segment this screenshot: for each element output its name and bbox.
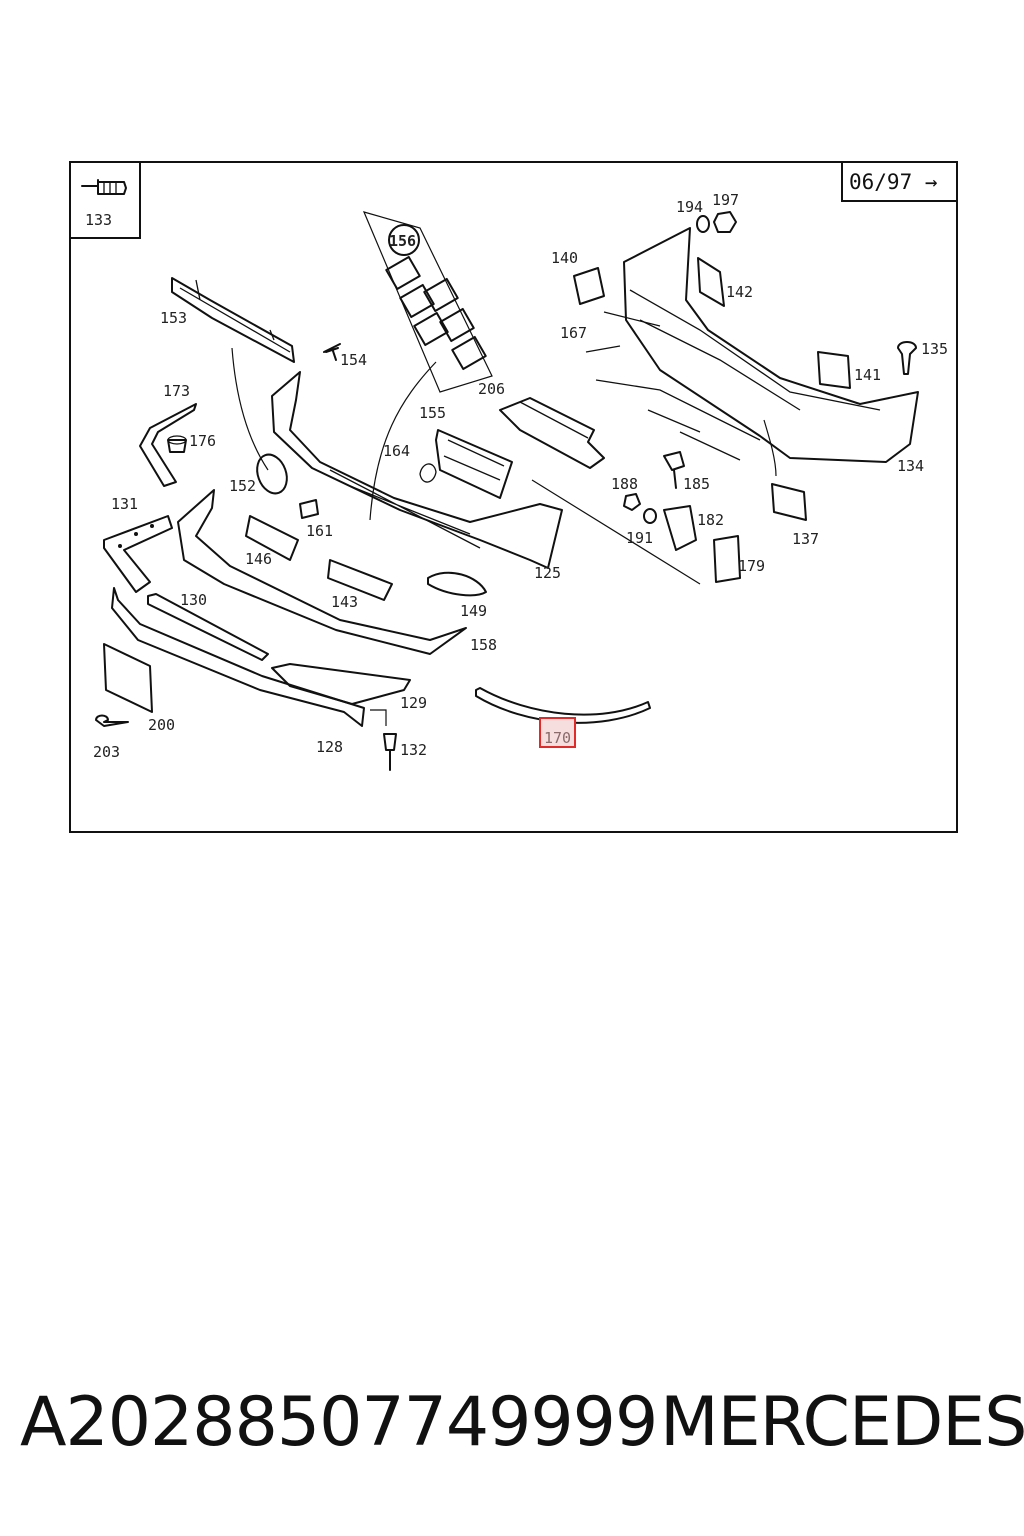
nut-197 bbox=[713, 211, 737, 233]
label-173: 173 bbox=[163, 382, 190, 400]
label-185: 185 bbox=[683, 475, 710, 493]
leader-153 bbox=[231, 347, 269, 471]
label-137: 137 bbox=[792, 530, 819, 548]
emblem-152 bbox=[256, 453, 288, 495]
nut-161 bbox=[299, 499, 319, 519]
label-125: 125 bbox=[534, 564, 561, 582]
circled-label: 156 bbox=[389, 232, 416, 250]
label-179: 179 bbox=[738, 557, 765, 575]
label-129: 129 bbox=[400, 694, 427, 712]
side-bracket-131 bbox=[103, 515, 173, 593]
label-161: 161 bbox=[306, 522, 333, 540]
label-132: 132 bbox=[400, 741, 427, 759]
label-131: 131 bbox=[111, 495, 138, 513]
washer-191 bbox=[643, 508, 657, 524]
leader-164 bbox=[369, 361, 437, 521]
spoiler-128 bbox=[111, 587, 365, 727]
block-141 bbox=[817, 351, 851, 389]
clip-135 bbox=[897, 341, 917, 375]
block-140 bbox=[573, 267, 605, 305]
side-trim-173 bbox=[139, 403, 197, 487]
clip-icon bbox=[81, 179, 127, 195]
label-140: 140 bbox=[551, 249, 578, 267]
label-182: 182 bbox=[697, 511, 724, 529]
highlight-box bbox=[539, 717, 576, 748]
label-135: 135 bbox=[921, 340, 948, 358]
strip-170 bbox=[475, 687, 651, 724]
bracket-206 bbox=[499, 397, 605, 469]
label-191: 191 bbox=[626, 529, 653, 547]
label-141: 141 bbox=[854, 366, 881, 384]
trim-158 bbox=[177, 489, 467, 655]
inset-label: 133 bbox=[85, 211, 112, 229]
label-143: 143 bbox=[331, 593, 358, 611]
inset-box bbox=[69, 161, 141, 239]
brand-name: MERCEDES bbox=[660, 1383, 1024, 1462]
wiring-167 bbox=[585, 345, 761, 461]
pin-132 bbox=[383, 733, 397, 771]
plate-200 bbox=[103, 643, 153, 713]
block-137 bbox=[771, 483, 807, 521]
label-206: 206 bbox=[478, 380, 505, 398]
highlighted-label: 170 bbox=[544, 729, 571, 747]
label-153: 153 bbox=[160, 309, 187, 327]
bracket-182 bbox=[663, 505, 697, 551]
upper-strip-153 bbox=[171, 277, 295, 363]
label-149: 149 bbox=[460, 602, 487, 620]
label-176: 176 bbox=[189, 432, 216, 450]
diagram-frame bbox=[69, 161, 958, 833]
plate-146 bbox=[245, 515, 299, 561]
label-146: 146 bbox=[245, 550, 272, 568]
bumper-cover-125 bbox=[271, 371, 563, 569]
footer: A20288507749999 MERCEDES bbox=[0, 1378, 1024, 1478]
date-tag-box bbox=[841, 161, 958, 202]
label-154: 154 bbox=[340, 351, 367, 369]
label-188: 188 bbox=[611, 475, 638, 493]
date-tag: 06/97 → bbox=[849, 170, 938, 194]
label-167: 167 bbox=[560, 324, 587, 342]
block-179 bbox=[713, 535, 741, 583]
grille-bar-155 bbox=[435, 429, 513, 499]
plate-143 bbox=[327, 559, 393, 601]
nut-188 bbox=[623, 493, 641, 511]
part-number: A20288507749999 bbox=[20, 1383, 658, 1462]
rear-bumper-134 bbox=[623, 227, 919, 463]
block-142 bbox=[697, 257, 725, 307]
bolt-185 bbox=[663, 451, 685, 489]
label-142: 142 bbox=[726, 283, 753, 301]
clip-154 bbox=[323, 343, 341, 361]
label-164: 164 bbox=[383, 442, 410, 460]
label-200: 200 bbox=[148, 716, 175, 734]
grille-insert-156 bbox=[362, 211, 493, 393]
label-194: 194 bbox=[676, 198, 703, 216]
label-130: 130 bbox=[180, 591, 207, 609]
trim-129 bbox=[271, 663, 411, 705]
label-128: 128 bbox=[316, 738, 343, 756]
screw-203 bbox=[95, 714, 129, 727]
label-152: 152 bbox=[229, 477, 256, 495]
label-197: 197 bbox=[712, 191, 739, 209]
label-203: 203 bbox=[93, 743, 120, 761]
label-158: 158 bbox=[470, 636, 497, 654]
parts-diagram: 133 06/97 → 156 bbox=[69, 161, 958, 833]
lower-strip-130 bbox=[147, 593, 269, 661]
nut-176 bbox=[167, 435, 187, 453]
label-134: 134 bbox=[897, 457, 924, 475]
label-155: 155 bbox=[419, 404, 446, 422]
washer-194 bbox=[696, 215, 710, 233]
cap-149 bbox=[427, 571, 487, 597]
